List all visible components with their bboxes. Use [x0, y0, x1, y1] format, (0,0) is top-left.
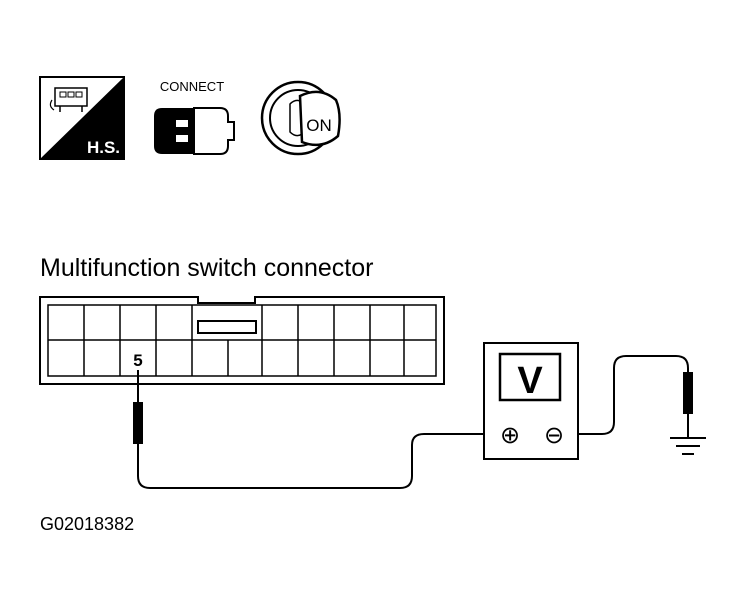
figure-code: G02018382 — [40, 514, 134, 534]
plus-terminal-icon: ⊕ — [500, 422, 520, 449]
ground-icon — [670, 437, 706, 455]
ignition-on-label: ON — [306, 116, 332, 135]
positive-lead-wire — [137, 433, 492, 489]
hs-label: H.S. — [87, 138, 120, 157]
negative-lead-wire — [568, 355, 689, 435]
connector-title: Multifunction switch connector — [40, 254, 373, 282]
voltmeter: V ⊕ ⊖ — [483, 342, 579, 460]
ignition-key-icon: ON — [260, 80, 341, 156]
ground-probe — [683, 372, 693, 438]
minus-terminal-icon: ⊖ — [544, 422, 564, 449]
connect-label: CONNECT — [160, 79, 224, 94]
voltmeter-label: V — [517, 360, 543, 402]
multifunction-switch-connector: 5 — [39, 296, 445, 385]
connect-icon: CONNECT — [154, 79, 235, 155]
hs-icon: H.S. — [39, 76, 125, 160]
terminal-5-label: 5 — [133, 351, 142, 370]
positive-probe — [133, 370, 143, 444]
